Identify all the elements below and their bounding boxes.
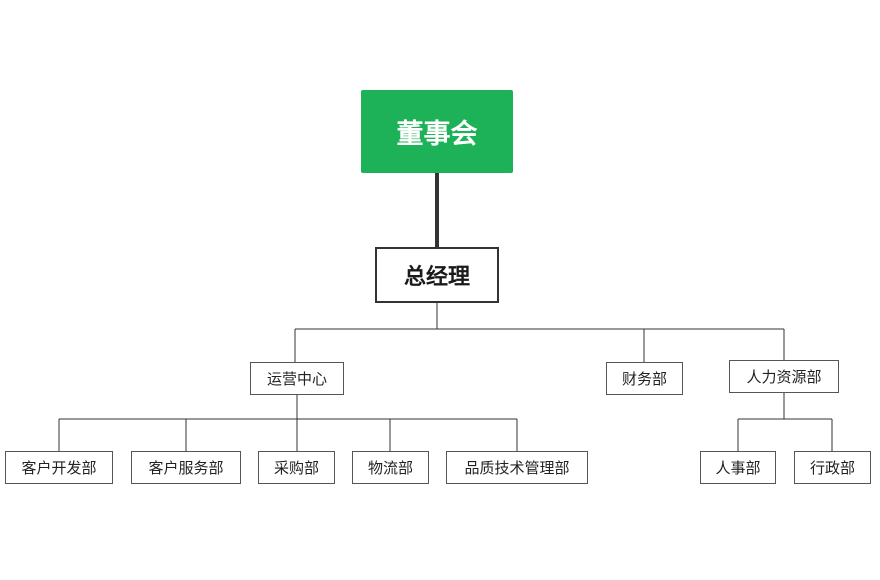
quality-tech-management-node: 品质技术管理部 — [446, 451, 588, 484]
operations-center-node: 运营中心 — [250, 362, 344, 395]
connector-hr-to-units — [737, 392, 833, 451]
hr-dept-node: 人力资源部 — [729, 360, 839, 393]
personnel-dept-node: 人事部 — [700, 451, 776, 484]
customer-service-node: 客户服务部 — [131, 451, 241, 484]
connector-gm-to-departments — [294, 303, 785, 362]
purchasing-dept-node: 采购部 — [258, 451, 335, 484]
board-of-directors-node: 董事会 — [361, 90, 513, 173]
general-manager-node: 总经理 — [375, 247, 499, 303]
connector-ops-to-units — [58, 393, 518, 451]
logistics-dept-node: 物流部 — [352, 451, 429, 484]
finance-dept-node: 财务部 — [606, 362, 683, 395]
customer-development-node: 客户开发部 — [5, 451, 113, 484]
administration-dept-node: 行政部 — [794, 451, 871, 484]
